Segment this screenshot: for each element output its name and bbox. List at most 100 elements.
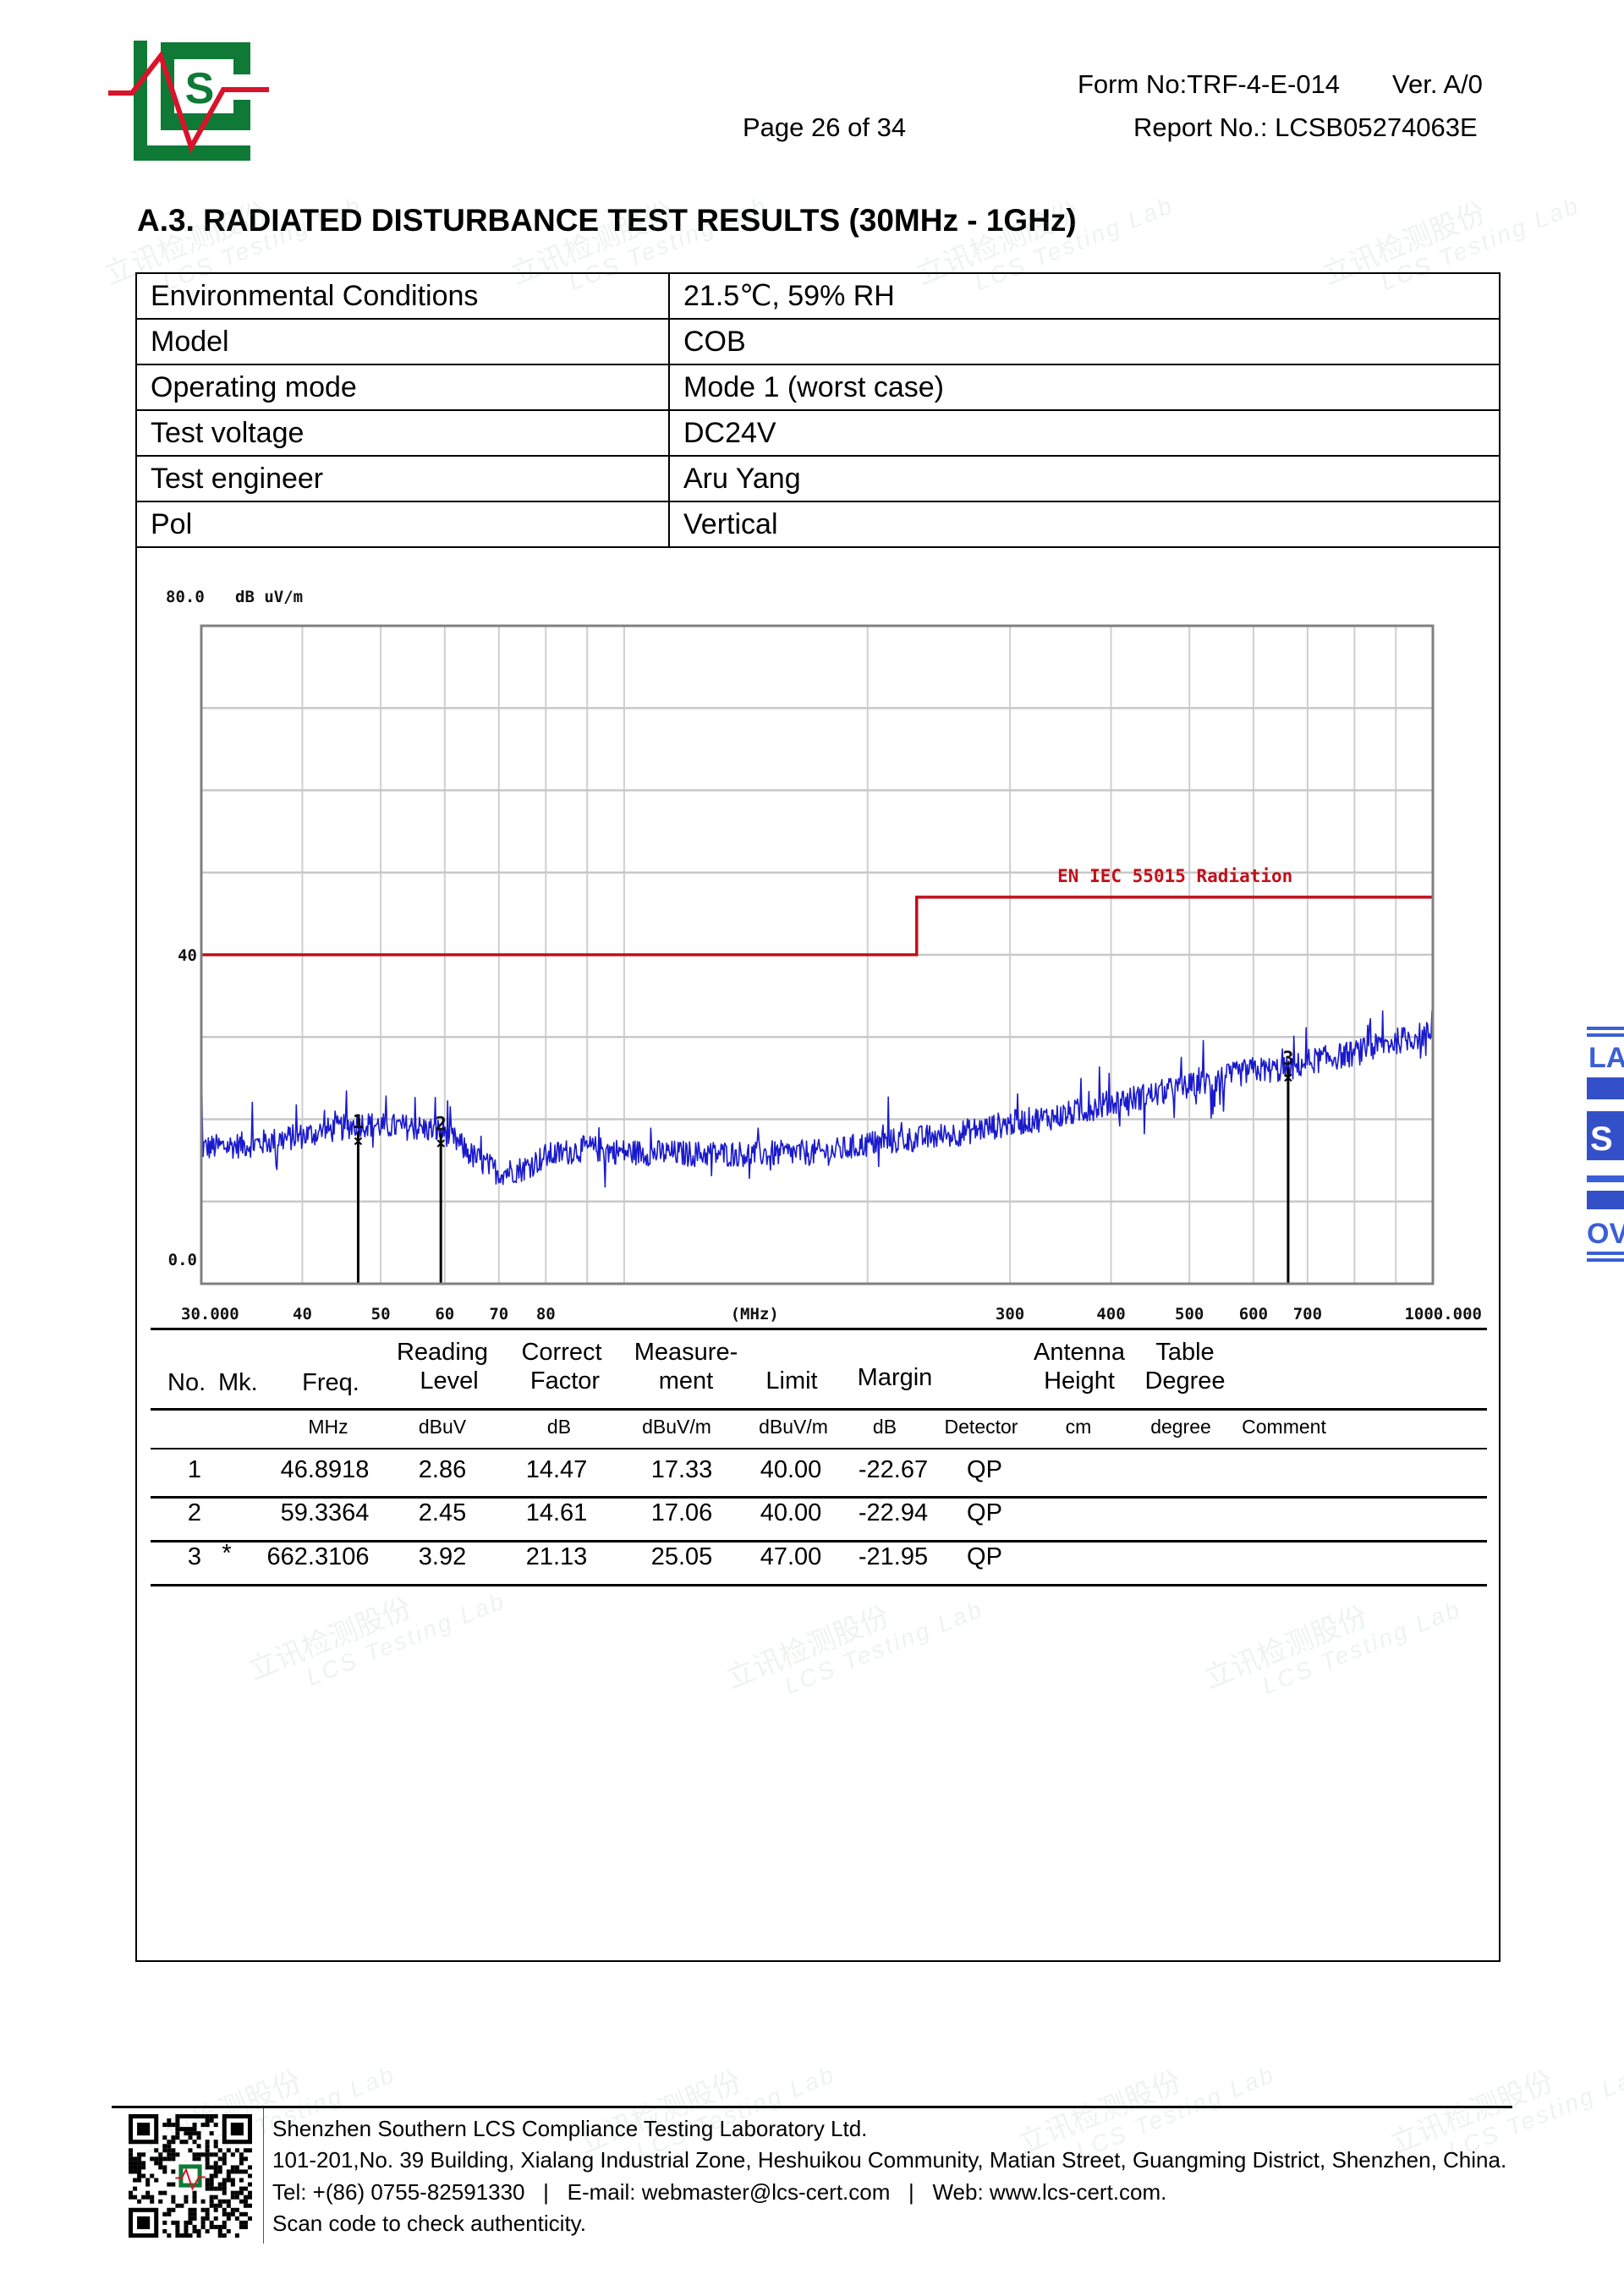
qr-module xyxy=(188,2127,193,2132)
qr-module xyxy=(230,2195,235,2200)
qr-module xyxy=(158,2190,163,2195)
qr-module xyxy=(188,2114,193,2119)
qr-module xyxy=(133,2169,138,2174)
qr-module xyxy=(200,2152,206,2157)
qr-module xyxy=(222,2182,227,2187)
col-mk-header: Mk. xyxy=(218,1369,258,1396)
qr-module xyxy=(167,2140,172,2145)
col-antenna-header-1: Antenna xyxy=(1033,1339,1126,1366)
qr-module xyxy=(162,2228,167,2233)
qr-module xyxy=(171,2156,176,2162)
qr-module xyxy=(247,2190,252,2195)
qr-module xyxy=(179,2114,184,2119)
row-measure: 17.06 xyxy=(650,1499,713,1526)
qr-module xyxy=(171,2123,176,2128)
unit-reading: dBuV xyxy=(418,1416,467,1438)
qr-module xyxy=(247,2216,252,2221)
qr-module xyxy=(141,2152,146,2157)
qr-module xyxy=(200,2199,206,2204)
marker-label: 3 xyxy=(1282,1049,1293,1070)
qr-module xyxy=(205,2156,210,2162)
qr-module xyxy=(222,2190,227,2195)
col-freq-header: Freq. xyxy=(302,1369,359,1396)
qr-module xyxy=(230,2182,235,2187)
qr-module xyxy=(175,2233,180,2238)
qr-module xyxy=(234,2207,239,2212)
qr-module xyxy=(162,2144,167,2149)
qr-module xyxy=(222,2211,227,2217)
qr-module xyxy=(217,2165,222,2170)
row-correct: 14.61 xyxy=(525,1499,588,1526)
qr-module xyxy=(239,2199,244,2204)
qr-module xyxy=(158,2165,163,2170)
qr-module xyxy=(154,2156,159,2162)
qr-module xyxy=(162,2169,167,2174)
unit-freq: MHz xyxy=(308,1416,348,1438)
qr-module xyxy=(184,2131,189,2136)
qr-module xyxy=(205,2186,210,2191)
qr-module xyxy=(217,2203,222,2208)
qr-module xyxy=(137,2178,142,2183)
qr-module xyxy=(141,2173,146,2178)
qr-module xyxy=(226,2199,231,2204)
unit-antenna: cm xyxy=(1065,1416,1092,1438)
qr-module xyxy=(209,2224,214,2229)
qr-module xyxy=(200,2216,206,2221)
unit-detector: Detector xyxy=(944,1416,1018,1438)
qr-module xyxy=(179,2233,184,2238)
qr-module xyxy=(196,2144,201,2149)
qr-module xyxy=(175,2131,180,2136)
qr-module xyxy=(184,2199,189,2204)
qr-module xyxy=(243,2195,248,2200)
qr-module xyxy=(205,2211,210,2217)
qr-code[interactable] xyxy=(129,2114,252,2238)
qr-module xyxy=(230,2165,235,2170)
qr-module xyxy=(205,2207,210,2212)
y-axis-unit: dB uV/m xyxy=(235,588,303,606)
qr-module xyxy=(158,2152,163,2157)
qr-module xyxy=(213,2165,218,2170)
qr-module xyxy=(158,2156,163,2162)
table-rule xyxy=(151,1448,1487,1449)
row-mk: * xyxy=(222,1540,232,1567)
y-tick-label: 40 xyxy=(178,946,197,965)
row-detector: QP xyxy=(967,1456,1002,1483)
qr-module xyxy=(192,2156,197,2162)
qr-module xyxy=(162,2156,167,2162)
footer-address: 101-201,No. 39 Building, Xialang Industr… xyxy=(272,2147,1507,2173)
qr-module xyxy=(188,2233,193,2238)
qr-module xyxy=(150,2156,155,2162)
qr-module xyxy=(196,2233,201,2238)
marker-point xyxy=(436,1139,445,1148)
qr-module xyxy=(196,2156,201,2162)
col-measure-header-1: Measure- xyxy=(634,1339,738,1366)
condition-value: Aru Yang xyxy=(668,455,1501,502)
condition-label: Operating mode xyxy=(135,364,670,411)
page-number: Page 26 of 34 xyxy=(743,112,907,142)
qr-module xyxy=(141,2161,146,2166)
table-rule xyxy=(151,1328,1487,1330)
qr-module xyxy=(192,2140,197,2145)
qr-module xyxy=(171,2135,176,2140)
qr-module xyxy=(209,2182,214,2187)
report-number: Report No.: LCSB05274063E xyxy=(1133,112,1478,142)
qr-module xyxy=(162,2165,167,2170)
qr-module xyxy=(137,2156,142,2162)
qr-module xyxy=(213,2140,218,2145)
unit-limit: dBuV/m xyxy=(759,1416,828,1438)
qr-module xyxy=(213,2169,218,2174)
qr-module xyxy=(205,2216,210,2221)
row-measure: 17.33 xyxy=(650,1456,713,1483)
qr-module xyxy=(171,2207,176,2212)
qr-module xyxy=(171,2140,176,2145)
qr-module xyxy=(247,2173,252,2178)
svg-text:S: S xyxy=(1590,1121,1613,1158)
qr-module xyxy=(217,2169,222,2174)
qr-module xyxy=(167,2118,172,2123)
qr-module xyxy=(162,2211,167,2217)
x-tick-label: 80 xyxy=(536,1305,556,1323)
unit-comment: Comment xyxy=(1242,1416,1326,1438)
marker-point xyxy=(1284,1073,1292,1082)
qr-module xyxy=(171,2195,176,2200)
